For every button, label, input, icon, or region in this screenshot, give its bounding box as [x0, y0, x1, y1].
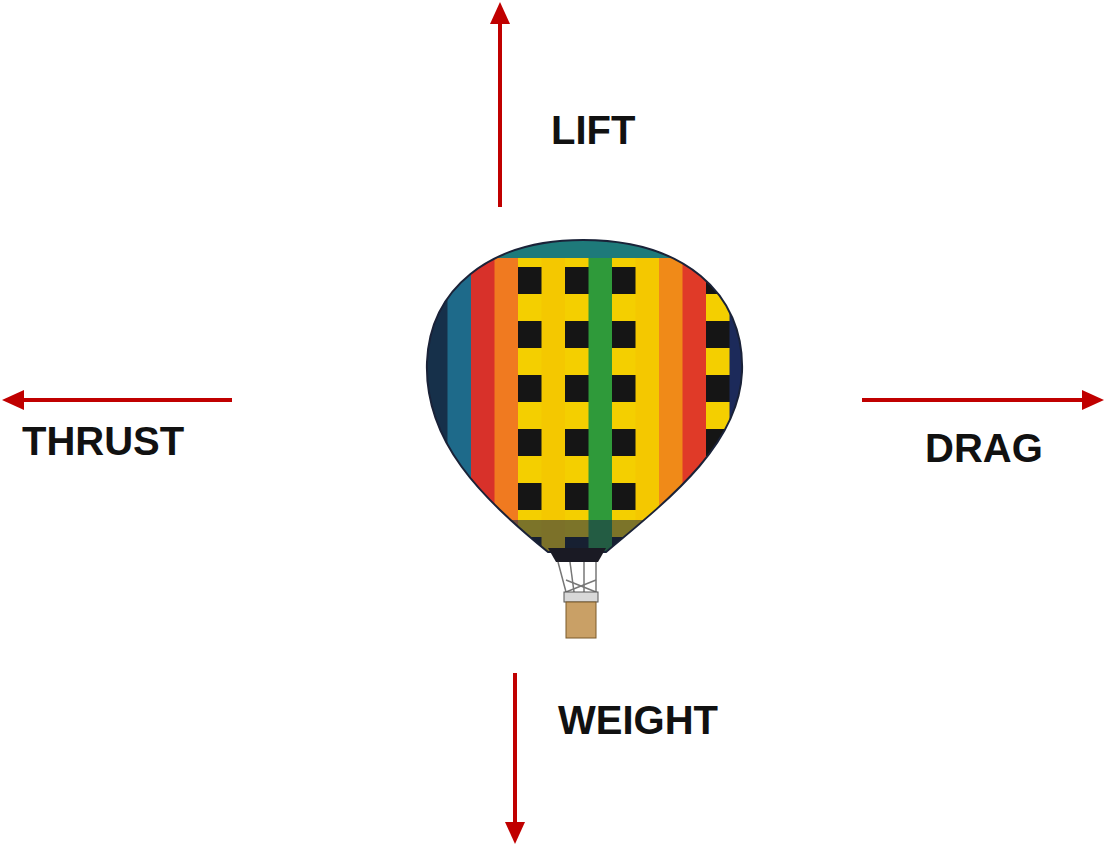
envelope-band — [636, 230, 660, 570]
envelope-panel — [612, 375, 636, 403]
envelope-band — [495, 230, 519, 570]
envelope-panel — [612, 321, 636, 349]
envelope-panel — [518, 294, 542, 322]
envelope-panel — [518, 267, 542, 295]
force-label: THRUST — [22, 421, 184, 461]
envelope-panel — [518, 321, 542, 349]
envelope-panel — [612, 348, 636, 376]
envelope-outline — [427, 240, 742, 552]
envelope-band — [448, 230, 472, 570]
envelope-panel — [518, 456, 542, 484]
envelope-band — [589, 230, 613, 570]
envelope-panel — [612, 294, 636, 322]
envelope-band — [424, 230, 448, 570]
envelope-panel — [612, 402, 636, 430]
envelope-panel — [518, 375, 542, 403]
basket-rim — [564, 592, 598, 602]
weight-arrow-shaft — [513, 673, 517, 824]
lift-arrow-shaft — [498, 22, 502, 207]
envelope-panel — [612, 483, 636, 511]
drag-arrow-head — [1082, 390, 1104, 410]
lift-arrow-head — [490, 2, 510, 24]
envelope-panel — [706, 267, 730, 295]
envelope-band — [659, 230, 683, 570]
envelope-band — [542, 230, 566, 570]
envelope-panel — [518, 402, 542, 430]
basket-ropes — [558, 562, 596, 592]
envelope-panel — [518, 483, 542, 511]
force-label: LIFT — [551, 110, 635, 150]
envelope-crown — [420, 230, 750, 258]
basket — [566, 602, 596, 638]
envelope-band — [683, 230, 707, 570]
balloon-envelope — [420, 230, 754, 570]
envelope-band — [730, 230, 754, 570]
envelope-panel — [706, 348, 730, 376]
drag-arrow-shaft — [862, 398, 1084, 402]
envelope-panel — [612, 456, 636, 484]
envelope-panel — [565, 483, 589, 511]
hot-air-balloon — [420, 230, 754, 638]
envelope-panel — [565, 348, 589, 376]
envelope-panel — [706, 375, 730, 403]
thrust-arrow-shaft — [22, 398, 232, 402]
envelope-panel — [565, 456, 589, 484]
envelope-panel — [518, 348, 542, 376]
envelope-panel — [706, 240, 730, 268]
weight-arrow-head — [505, 822, 525, 844]
envelope-panel — [565, 375, 589, 403]
envelope-panel — [565, 402, 589, 430]
envelope-panel — [706, 537, 730, 565]
envelope-panel — [706, 456, 730, 484]
envelope-panel — [612, 429, 636, 457]
envelope-panel — [565, 429, 589, 457]
envelope-panel — [518, 429, 542, 457]
envelope-panel — [565, 294, 589, 322]
balloon-skirt — [548, 548, 606, 562]
force-label: DRAG — [925, 428, 1043, 468]
thrust-arrow-head — [2, 390, 24, 410]
envelope-panel — [612, 267, 636, 295]
envelope-panel — [706, 321, 730, 349]
force-label: WEIGHT — [558, 700, 718, 740]
envelope-panel — [706, 510, 730, 538]
envelope-panel — [565, 321, 589, 349]
envelope-panel — [706, 483, 730, 511]
envelope-band — [471, 230, 495, 570]
envelope-panel — [565, 267, 589, 295]
